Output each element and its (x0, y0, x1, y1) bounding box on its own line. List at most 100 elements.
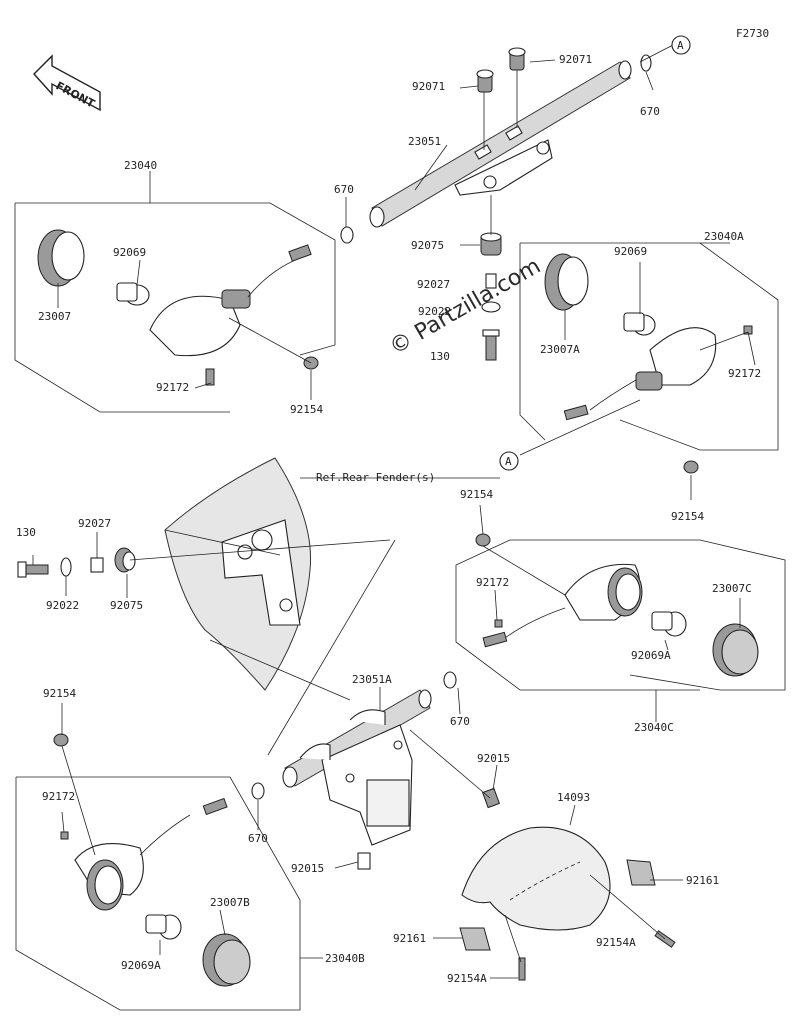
lens-23007C (712, 623, 759, 677)
bolt-130-left (17, 561, 49, 578)
leader-lines (32, 44, 756, 979)
label-92154-c: 92154 (460, 488, 493, 501)
o-ring-670-d (251, 782, 265, 800)
lower-bracket-23051A (282, 689, 432, 846)
washer-92022-upper (481, 301, 501, 313)
frame-23040C (510, 539, 786, 691)
o-ring-670-a (340, 226, 354, 244)
housing-23040C (482, 563, 643, 648)
bolt-92154A-b (518, 957, 526, 981)
spacer-92015-a (481, 787, 501, 809)
label-92154A-b: 92154A (447, 972, 487, 985)
screw-92172-c (494, 619, 503, 628)
label-92069A-a: 92069A (631, 649, 671, 662)
callout-a-middle: A (499, 451, 519, 471)
damper-92075-left (114, 547, 136, 573)
cap-92161-a (626, 859, 656, 886)
label-92069A-b: 92069A (121, 959, 161, 972)
washer-92022-left (60, 557, 72, 577)
label-23040: 23040 (124, 159, 157, 172)
label-92172-d: 92172 (42, 790, 75, 803)
label-670-c: 670 (450, 715, 470, 728)
label-92154-a: 92154 (290, 403, 323, 416)
label-23051A: 23051A (352, 673, 392, 686)
grommet-92071-left (476, 69, 494, 93)
label-92154-b: 92154 (671, 510, 704, 523)
svg-text:A: A (505, 455, 512, 468)
label-92161-b: 92161 (393, 932, 426, 945)
label-23007B: 23007B (210, 896, 250, 909)
label-92172-a: 92172 (156, 381, 189, 394)
label-670-a: 670 (334, 183, 354, 196)
label-23007A: 23007A (540, 343, 580, 356)
label-23040A: 23040A (704, 230, 744, 243)
label-92075-a: 92075 (411, 239, 444, 252)
cap-92161-b (459, 927, 491, 951)
label-670-d: 670 (248, 832, 268, 845)
label-92015-a: 92015 (477, 752, 510, 765)
label-23040C: 23040C (634, 721, 674, 734)
label-92071-a: 92071 (412, 80, 445, 93)
figure-code: F2730 (736, 27, 769, 40)
screw-92172-b (743, 325, 753, 335)
label-92027-b: 92027 (78, 517, 111, 530)
housing-23040B (74, 797, 228, 911)
label-92027-a: 92027 (417, 278, 450, 291)
label-92071-b: 92071 (559, 53, 592, 66)
bulb-92069 (116, 282, 150, 306)
label-23007C: 23007C (712, 582, 752, 595)
label-92069: 92069 (113, 246, 146, 259)
screw-92172-d (60, 831, 69, 840)
label-92154-d: 92154 (43, 687, 76, 700)
bulb-92069-right (623, 312, 656, 336)
grommet-92154-b (683, 460, 699, 474)
bulb-92069A-left (145, 914, 182, 940)
label-92172-b: 92172 (728, 367, 761, 380)
collar-92027-left (90, 557, 104, 573)
label-92154A-a: 92154A (596, 936, 636, 949)
screw-92172-a (205, 368, 215, 386)
cover-14093 (461, 826, 611, 931)
housing-23040 (149, 244, 312, 357)
label-130-a: 130 (430, 350, 450, 363)
grommet-92154-d (53, 733, 69, 747)
label-92015-b: 92015 (291, 862, 324, 875)
lens-23007B (202, 933, 251, 987)
housing-23040A (563, 327, 717, 421)
front-arrow-icon: FRONT (33, 54, 101, 112)
label-23040B: 23040B (325, 952, 365, 965)
lens-23007 (37, 229, 85, 287)
reference-note: Ref.Rear Fender(s) (316, 471, 435, 484)
o-ring-670-c (443, 671, 457, 689)
label-23007: 23007 (38, 310, 71, 323)
label-92022-a: 92022 (418, 305, 451, 318)
bolt-130-upper (482, 329, 500, 361)
label-14093: 14093 (557, 791, 590, 804)
grommet-92154-c (475, 533, 491, 547)
label-23051: 23051 (408, 135, 441, 148)
rear-fender-reference (164, 457, 318, 691)
watermark: © Partzilla.com (386, 254, 546, 361)
label-92172-c: 92172 (476, 576, 509, 589)
collar-92027-upper (485, 273, 497, 289)
frame-23040B (15, 776, 301, 1011)
lens-23007A (544, 253, 589, 311)
frame-23040 (15, 202, 336, 356)
label-92069-b: 92069 (614, 245, 647, 258)
frame-23040A (520, 242, 779, 451)
label-92161-a: 92161 (686, 874, 719, 887)
label-670-b: 670 (640, 105, 660, 118)
label-92022-b: 92022 (46, 599, 79, 612)
grommet-92071-right (508, 47, 526, 71)
spacer-92015-b (357, 852, 371, 870)
callout-a-top: A (671, 35, 691, 55)
damper-92075-upper (480, 232, 502, 256)
label-92075-b: 92075 (110, 599, 143, 612)
o-ring-670-b (640, 54, 652, 72)
upper-bracket-23051 (369, 60, 632, 228)
bulb-92069A-right (651, 611, 687, 637)
label-130-b: 130 (16, 526, 36, 539)
svg-text:A: A (677, 39, 684, 52)
